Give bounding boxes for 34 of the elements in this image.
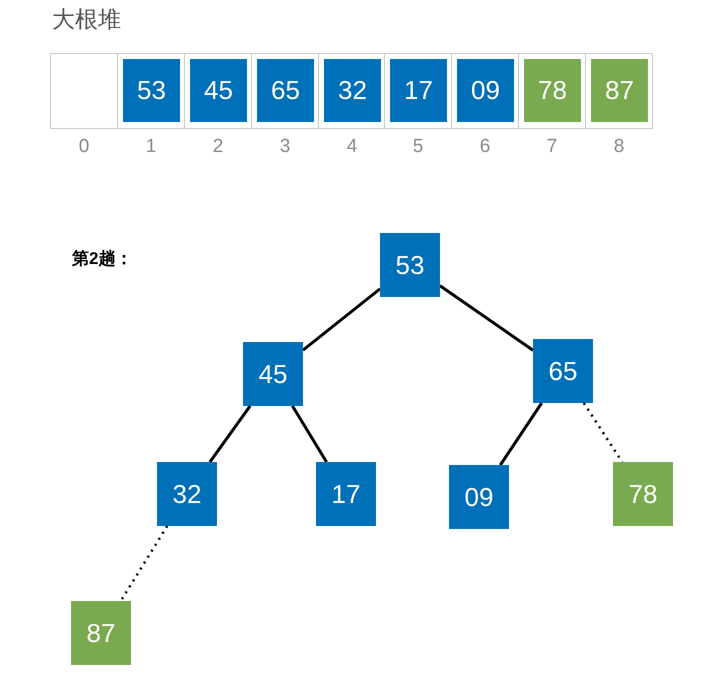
tree-node: 45 bbox=[243, 342, 303, 406]
array-element: 45 bbox=[190, 59, 247, 122]
tree-edge bbox=[439, 284, 534, 352]
tree-node: 32 bbox=[157, 462, 217, 526]
tree-node: 65 bbox=[533, 339, 593, 403]
tree-edge bbox=[208, 405, 252, 463]
tree-node: 17 bbox=[316, 462, 376, 526]
tree-edge bbox=[291, 405, 328, 463]
array-element: 53 bbox=[123, 59, 180, 122]
tree-node: 53 bbox=[380, 233, 440, 297]
dotted-line bbox=[582, 402, 624, 463]
array-element: 87 bbox=[591, 59, 648, 122]
array-element: 09 bbox=[457, 59, 514, 122]
title: 大根堆 bbox=[52, 5, 121, 34]
array-element: 65 bbox=[257, 59, 314, 122]
index-label: 0 bbox=[78, 136, 90, 158]
index-label: 1 bbox=[144, 136, 158, 158]
index-label: 7 bbox=[546, 136, 558, 158]
step-label: 第2趟： bbox=[72, 248, 132, 270]
array-element: 17 bbox=[390, 59, 447, 122]
tree-node: 78 bbox=[613, 462, 673, 526]
tree-edge bbox=[302, 288, 381, 352]
index-label: 5 bbox=[412, 136, 424, 158]
array-element: 32 bbox=[324, 59, 381, 122]
tree-edge bbox=[499, 402, 543, 466]
array-element: 78 bbox=[524, 59, 581, 122]
index-label: 4 bbox=[346, 136, 358, 158]
tree-node: 09 bbox=[449, 465, 509, 529]
index-label: 6 bbox=[478, 136, 492, 158]
dotted-line bbox=[120, 525, 168, 602]
index-label: 2 bbox=[212, 136, 224, 158]
index-label: 8 bbox=[612, 136, 626, 158]
tree-node: 87 bbox=[71, 601, 131, 665]
index-label: 3 bbox=[278, 136, 292, 158]
